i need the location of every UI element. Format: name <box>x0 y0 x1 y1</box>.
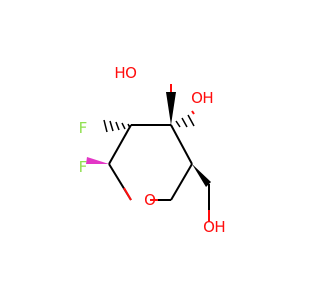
bond-c1-c2 <box>108 124 132 165</box>
atom-h6: H <box>214 218 225 236</box>
wedge-bond-c3-o <box>166 92 176 125</box>
molecule-structure: O F F O H O H O H <box>79 64 226 236</box>
wedge-bond-c5-ch2 <box>192 164 211 187</box>
atom-h4: H <box>202 89 213 107</box>
hash-bond-c2-f <box>103 119 131 133</box>
hash-bond-c4-o <box>169 114 195 128</box>
bond-c4-o-red <box>191 110 195 115</box>
atom-o-ring: O <box>144 191 156 209</box>
bond-c4-c5 <box>170 163 193 201</box>
wedge-bond-c1-f <box>86 157 109 164</box>
atom-f-c1: F <box>79 158 88 176</box>
atom-f-c2: F <box>79 119 88 137</box>
bond-c3-c4 <box>170 124 193 165</box>
atom-o4: O <box>191 89 203 107</box>
atom-o3: O <box>125 64 137 82</box>
atom-h3: H <box>114 64 125 82</box>
bond-c1-o-red <box>123 187 132 201</box>
atom-o6: O <box>203 218 215 236</box>
